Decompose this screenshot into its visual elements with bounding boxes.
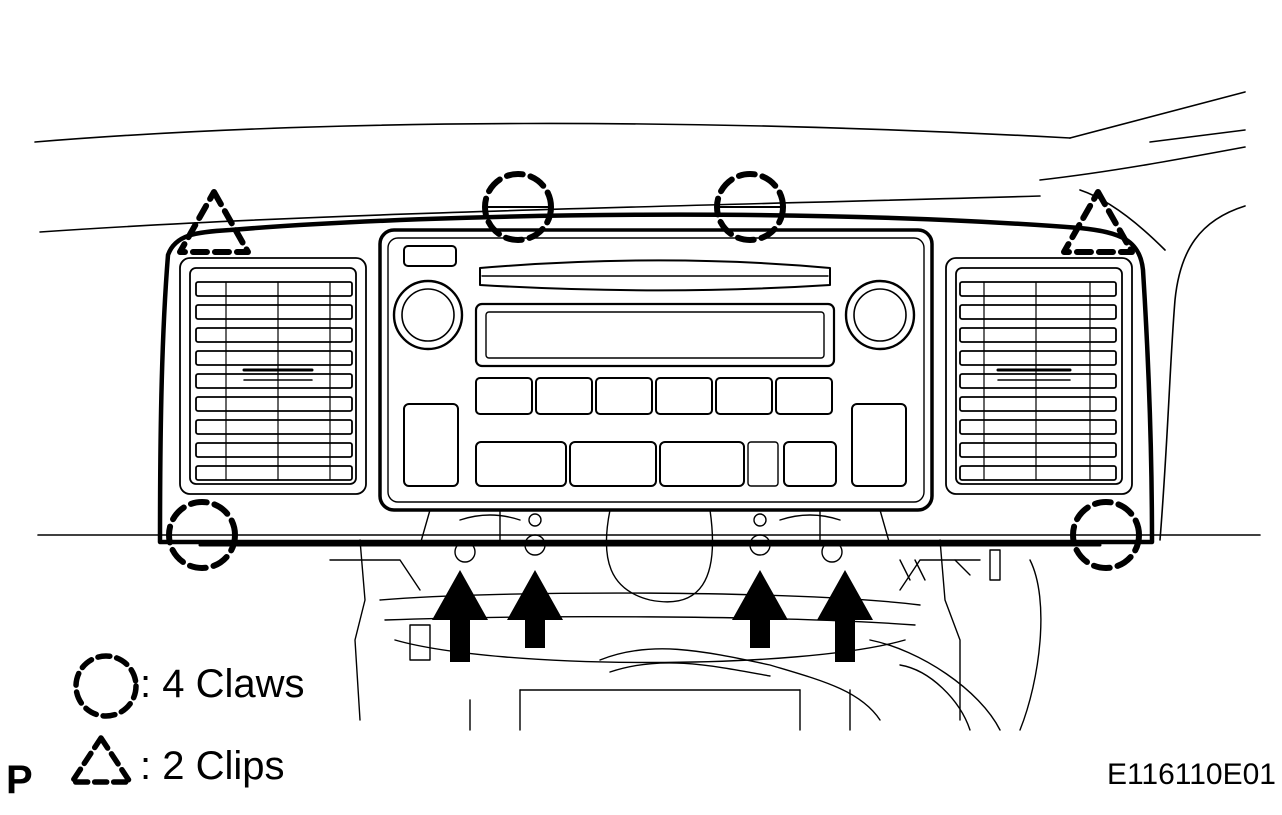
dashed-circle-icon (714, 171, 786, 243)
cd-slot (479, 259, 831, 292)
right-side-button (851, 403, 907, 487)
left-side-button (403, 403, 459, 487)
dashed-circle-icon (482, 171, 554, 243)
vent-louver (959, 373, 1117, 389)
vent-louver (195, 396, 353, 412)
vent-louver (195, 465, 353, 481)
vent-louver (195, 281, 353, 297)
claw-markers (166, 171, 1142, 571)
right-vent (945, 257, 1133, 495)
preset-button (715, 377, 773, 415)
dashed-triangle-icon (1061, 189, 1135, 255)
up-arrow-icon (817, 570, 873, 662)
dashed-circle-icon (73, 653, 139, 719)
vent-louver (959, 304, 1117, 320)
preset-buttons (475, 377, 833, 415)
up-arrow-icon (432, 570, 488, 662)
vent-louver (959, 442, 1117, 458)
vent-louver (959, 419, 1117, 435)
vent-louver (959, 465, 1117, 481)
dashboard-outline (34, 91, 1261, 541)
vent-louver (959, 281, 1117, 297)
clip-markers (177, 189, 1135, 255)
vent-louver (195, 373, 353, 389)
legend-clips-label: : 2 Clips (140, 744, 285, 788)
vent-louver (959, 396, 1117, 412)
bezel-outline (157, 212, 1155, 545)
vent-louver (195, 442, 353, 458)
radio-unit (378, 228, 934, 512)
left-knob (392, 279, 464, 351)
vent-louver (195, 419, 353, 435)
page-letter: P (6, 758, 33, 802)
up-arrow-icon (507, 570, 563, 648)
legend-claws-label: : 4 Claws (140, 662, 305, 706)
preset-button (595, 377, 653, 415)
vent-louver (959, 350, 1117, 366)
vent-louver (195, 327, 353, 343)
radio-display (474, 302, 836, 368)
vent-louver (959, 327, 1117, 343)
preset-button (535, 377, 593, 415)
right-knob (844, 279, 916, 351)
radio-small-button (403, 245, 457, 267)
left-vent (179, 257, 367, 495)
dashed-circle-icon (1070, 499, 1142, 571)
removal-arrows (432, 570, 873, 662)
preset-button (775, 377, 833, 415)
radio-faceplate (378, 228, 934, 512)
vent-louver (195, 350, 353, 366)
dashed-circle-icon (166, 499, 238, 571)
legend-icons (69, 653, 139, 785)
dashed-triangle-icon (177, 189, 251, 255)
dashed-triangle-icon (69, 735, 133, 785)
up-arrow-icon (732, 570, 788, 648)
figure-code: E116110E01 (1106, 758, 1276, 791)
vent-louver (195, 304, 353, 320)
preset-button (475, 377, 533, 415)
preset-button (655, 377, 713, 415)
